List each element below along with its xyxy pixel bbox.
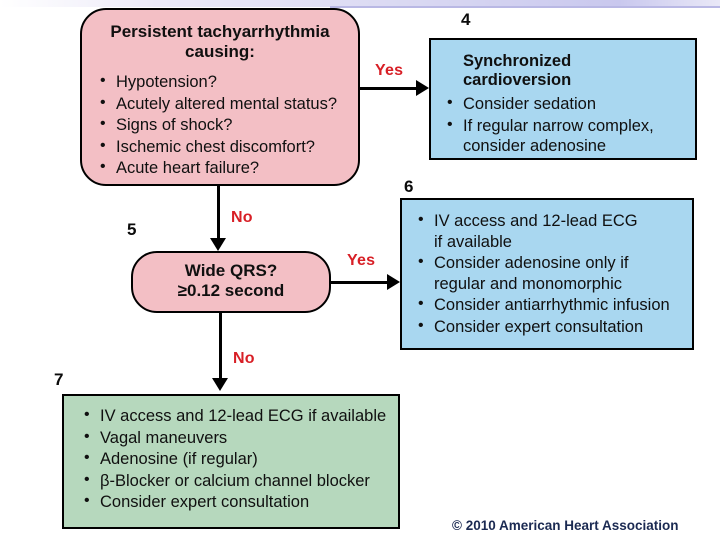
box-wide-qrs[interactable]: Wide QRS? ≥0.12 second (131, 251, 335, 317)
box1-title-line2: causing: (185, 42, 255, 61)
box1-bullet-2: Acutely altered mental status? (98, 93, 342, 115)
box7-bullet-3: Adenosine (if regular) (82, 448, 388, 470)
box7-bullet-4: β-Blocker or calcium channel blocker (82, 470, 388, 492)
arrowhead-box1-to-box5 (210, 238, 226, 251)
slide-top-band (0, 0, 720, 7)
box7-bullet-5: Consider expert consultation (82, 491, 388, 513)
box7-bullet-2: Vagal maneuvers (82, 427, 388, 449)
box7-bullet-1: IV access and 12-lead ECG if available (82, 405, 388, 427)
box-persistent-tachyarrhythmia[interactable]: Persistent tachyarrhythmia causing: Hypo… (80, 8, 364, 190)
box6-bullet-1: IV access and 12-lead ECG if available (416, 210, 682, 252)
box6-bullet-4: Consider expert consultation (416, 316, 682, 338)
arrowhead-box5-to-box7 (212, 378, 228, 391)
arrowhead-box1-to-box4 (416, 80, 429, 96)
step-number-7: 7 (54, 370, 64, 389)
box6-bullet-list: IV access and 12-lead ECG if available C… (416, 210, 682, 338)
box4-bullet-1: Consider sedation (445, 93, 683, 115)
slide-top-band-line (330, 6, 720, 8)
edge-label-no-box5-box7: No (233, 350, 255, 367)
box6-bullet-1-text: IV access and 12-lead ECG (434, 212, 638, 230)
box6-bullet-2-continued: regular and monomorphic (434, 274, 623, 293)
connector-box5-to-box7 (219, 313, 222, 381)
box6-bullet-3: Consider antiarrhythmic infusion (416, 294, 682, 316)
box7-bullet-list: IV access and 12-lead ECG if available V… (82, 405, 388, 513)
copyright-notice: © 2010 American Heart Association (452, 518, 679, 533)
box1-title: Persistent tachyarrhythmia causing: (98, 22, 342, 62)
step-number-5: 5 (127, 220, 137, 239)
box1-title-line1: Persistent tachyarrhythmia (110, 22, 330, 41)
box4-title: Synchronized cardioversion (463, 52, 572, 89)
box5-title-line2: ≥0.12 second (177, 281, 285, 300)
connector-box1-to-box4 (360, 87, 422, 90)
box1-bullet-4: Ischemic chest discomfort? (98, 136, 342, 158)
box-wide-qrs-treatment[interactable]: IV access and 12-lead ECG if available C… (400, 198, 698, 354)
box4-bullet-2-continued: consider adenosine (463, 137, 607, 155)
box6-bullet-1-continued: if available (434, 232, 512, 251)
edge-label-yes-box1-box4: Yes (375, 62, 404, 79)
box1-bullet-3: Signs of shock? (98, 114, 342, 136)
box4-bullet-2-text: If regular narrow complex, (463, 116, 654, 135)
box5-title-line1: Wide QRS? (184, 261, 278, 280)
box-synchronized-cardioversion[interactable]: Synchronized cardioversion Consider seda… (429, 38, 701, 164)
box6-bullet-2: Consider adenosine only if regular and m… (416, 252, 682, 294)
box-narrow-qrs-treatment[interactable]: IV access and 12-lead ECG if available V… (62, 394, 404, 533)
arrowhead-box5-to-box6 (387, 274, 400, 290)
connector-box5-to-box6 (331, 281, 393, 284)
step-number-4: 4 (461, 10, 471, 29)
box4-bullet-list: Consider sedation If regular narrow comp… (445, 93, 683, 157)
box5-title: Wide QRS? ≥0.12 second (143, 261, 319, 301)
box1-bullet-list: Hypotension? Acutely altered mental stat… (98, 71, 342, 179)
box1-bullet-5: Acute heart failure? (98, 157, 342, 179)
edge-label-yes-box5-box6: Yes (347, 252, 376, 269)
edge-label-no-box1-box5: No (231, 209, 253, 226)
connector-box1-to-box5 (217, 186, 220, 241)
box4-bullet-2: If regular narrow complex, consider aden… (445, 115, 683, 157)
box6-bullet-2-text: Consider adenosine only if (434, 254, 629, 272)
box1-bullet-1: Hypotension? (98, 71, 342, 93)
step-number-6: 6 (404, 177, 414, 196)
